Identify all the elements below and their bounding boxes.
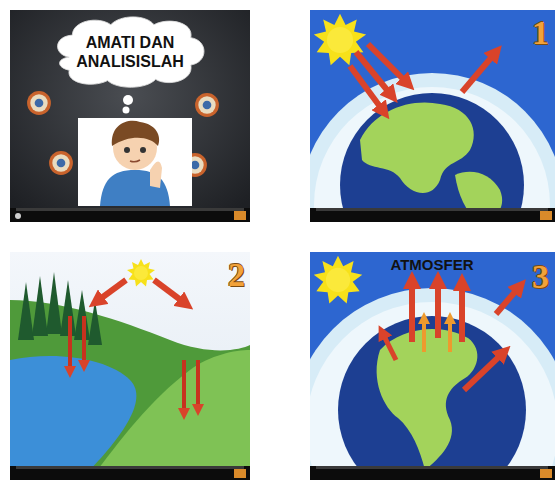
callout-number: 2 (228, 256, 245, 294)
thought-cloud: AMATI DAN ANALISISLAH (50, 13, 210, 91)
callout-number: 3 (532, 258, 549, 296)
cloud-shape (50, 13, 210, 91)
atmosphere-label: ATMOSFER (390, 256, 473, 273)
callout-number: 1 (532, 14, 549, 52)
cloud-text: AMATI DAN ANALISISLAH (66, 33, 194, 71)
